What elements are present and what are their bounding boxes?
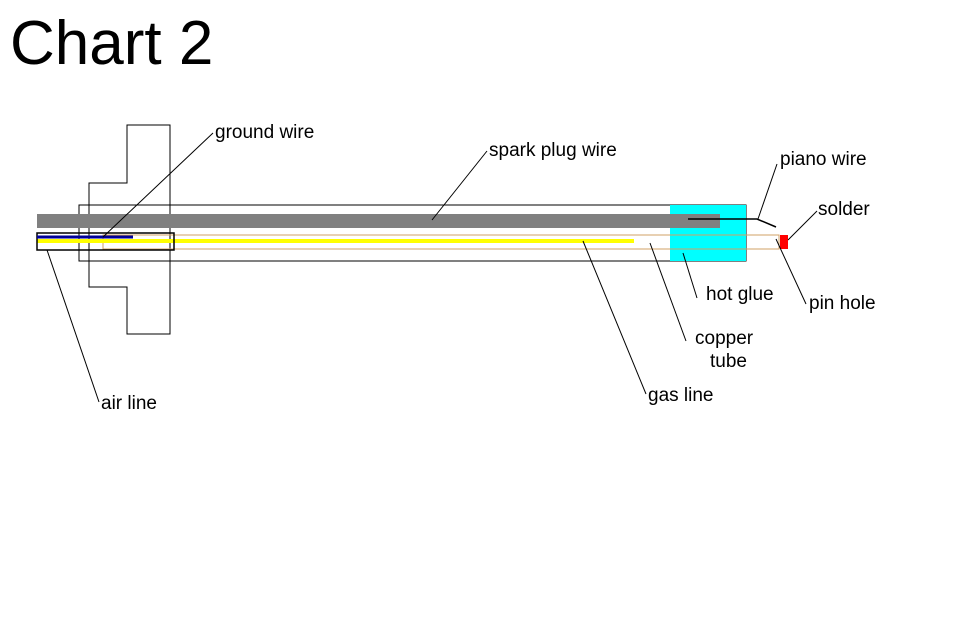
leader-ground-wire	[102, 132, 214, 238]
leader-pin-hole	[775, 238, 807, 305]
label-copper: copper	[695, 328, 754, 349]
label-solder: solder	[818, 199, 870, 220]
leader-piano-wire	[757, 163, 778, 220]
flange-outline	[88, 124, 171, 335]
gas-line	[37, 239, 634, 243]
label-spark-plug-wire: spark plug wire	[489, 140, 617, 161]
leader-spark-plug-wire	[431, 150, 488, 221]
label-hot-glue: hot glue	[706, 284, 774, 305]
label-ground-wire: ground wire	[215, 122, 314, 143]
spark-plug-wire	[37, 214, 720, 228]
label-pin-hole: pin hole	[809, 293, 876, 314]
leader-solder	[787, 210, 818, 241]
label-tube: tube	[710, 351, 747, 372]
air-line-tube	[36, 232, 175, 251]
label-piano-wire: piano wire	[780, 149, 867, 170]
outer-housing	[78, 204, 747, 262]
page-title: Chart 2	[10, 9, 213, 78]
label-air-line: air line	[101, 393, 157, 414]
leader-air-line	[46, 249, 100, 403]
leader-gas-line	[582, 240, 647, 395]
leader-copper-tube	[649, 242, 687, 342]
label-gas-line: gas line	[648, 385, 714, 406]
solder-blob	[780, 235, 788, 249]
leader-hot-glue	[682, 252, 698, 299]
piano-wire	[688, 218, 777, 228]
hot-glue-block	[670, 205, 746, 261]
